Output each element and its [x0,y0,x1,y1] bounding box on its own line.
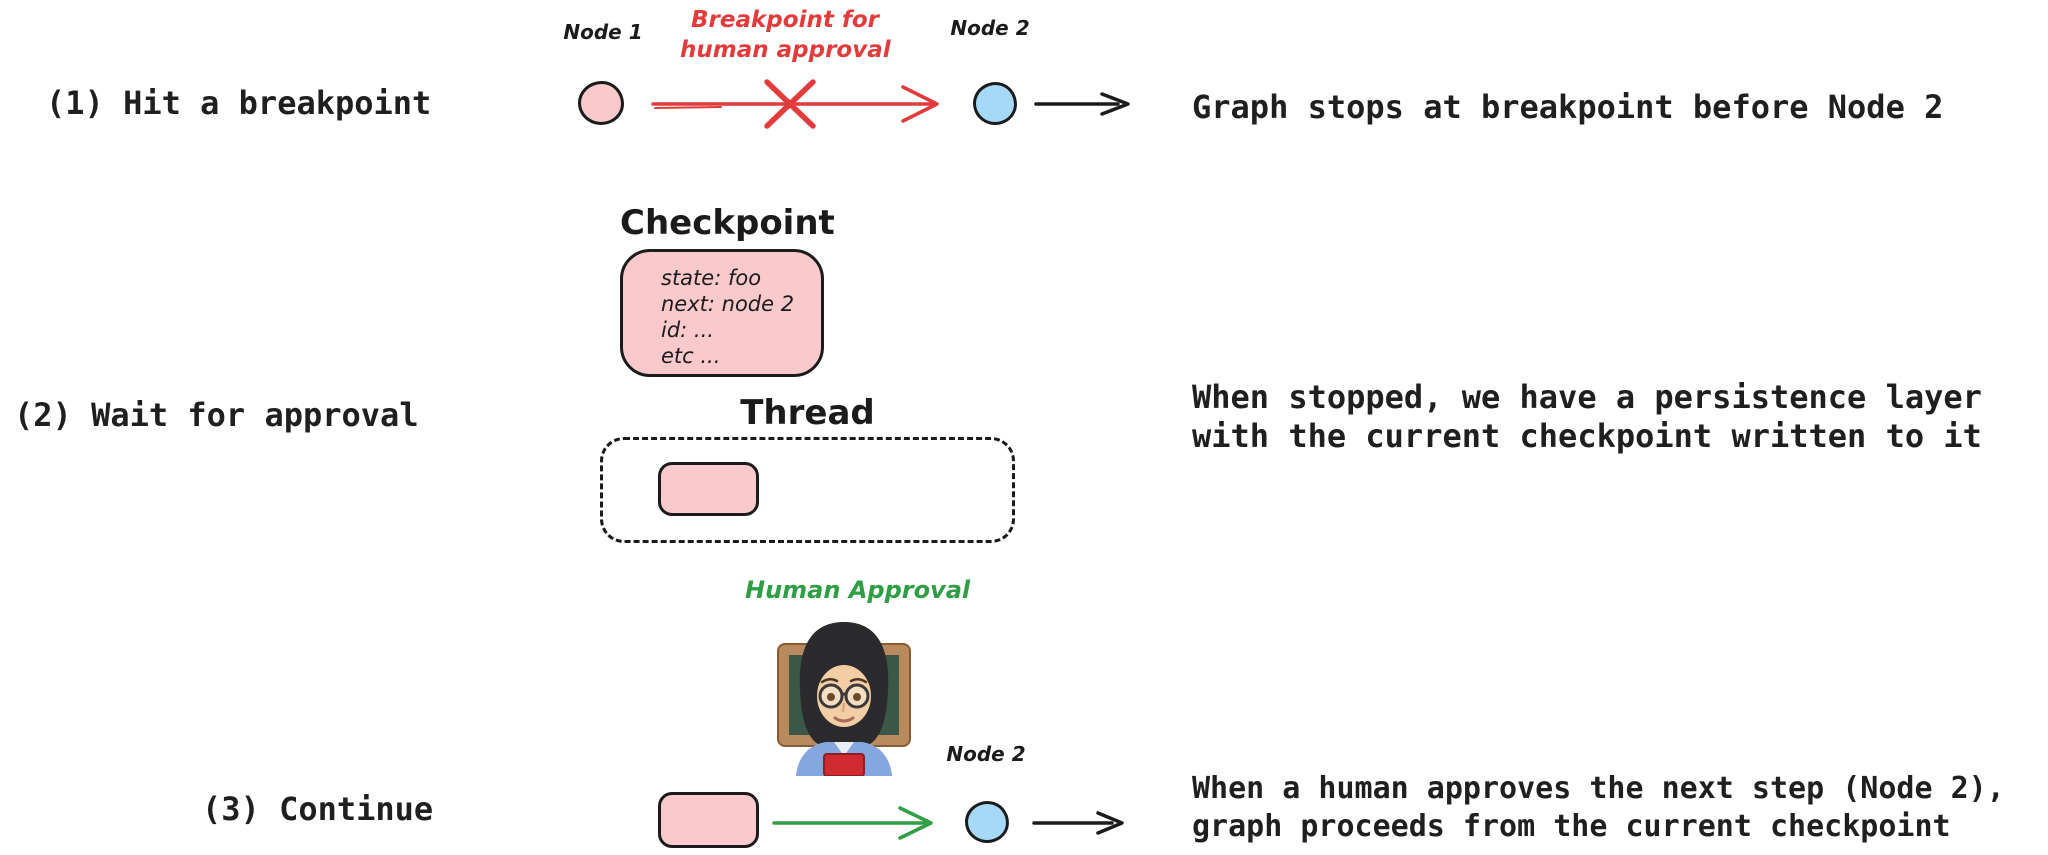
step2-caption: When stopped, we have a persistence laye… [1192,378,1982,456]
breakpoint-note-line1: Breakpoint for [691,7,879,33]
breakpoint-x-icon [764,79,816,129]
node1-circle [578,81,624,125]
step3-caption: When a human approves the next step (Nod… [1192,770,2005,846]
checkpoint-field-id: id: ... [661,318,714,342]
checkpoint-field-state: state: foo [661,266,762,290]
human-approval-label: Human Approval [745,576,971,604]
node2-label-row3: Node 2 [946,742,1026,766]
step3-caption-line1: When a human approves the next step (Nod… [1192,771,2005,806]
checkpoint-title: Checkpoint [620,203,835,243]
step3-label: (3) Continue [202,790,434,828]
breakpoint-note-line2: human approval [680,37,891,63]
step1-caption: Graph stops at breakpoint before Node 2 [1192,88,1944,126]
breakpoint-note: Breakpoint for human approval [680,5,891,65]
thread-title: Thread [740,393,875,433]
breakpoint-arrow [651,79,939,129]
node2-circle-row3 [963,799,1011,845]
checkpoint-field-etc: etc ... [661,344,721,368]
checkpoint-box: state: foo next: node 2 id: ... etc ... [620,249,824,377]
node1-label: Node 1 [563,20,643,44]
continue-checkpoint-chip [658,792,759,848]
step2-caption-line1: When stopped, we have a persistence laye… [1192,378,1982,416]
step3-caption-line2: graph proceeds from the current checkpoi… [1192,809,1951,844]
edge-arrow-row1 [1034,92,1130,116]
node2-circle-row1 [971,80,1019,127]
checkpoint-field-next: next: node 2 [661,292,795,316]
step2-label: (2) Wait for approval [14,396,419,434]
approval-arrow [772,806,933,840]
thread-checkpoint-chip [658,462,759,516]
step1-label: (1) Hit a breakpoint [46,84,432,122]
node2-label-row1: Node 2 [950,16,1030,40]
step2-caption-line2: with the current checkpoint written to i… [1192,417,1982,455]
edge-arrow-row3 [1032,811,1124,835]
woman-teacher-emoji [777,622,911,776]
thread-box [600,437,1015,543]
